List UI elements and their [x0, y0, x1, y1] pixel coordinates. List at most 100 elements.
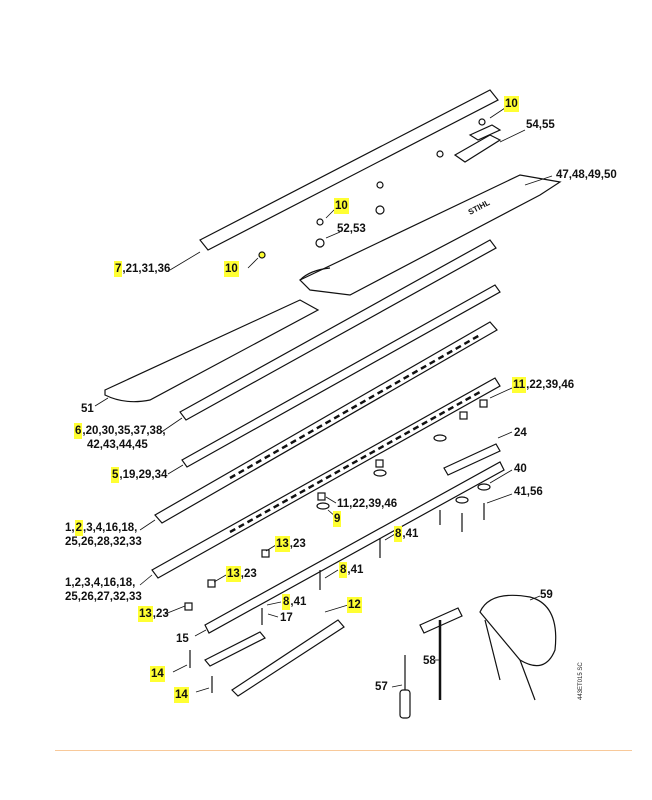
part-number-text: 57 [375, 681, 388, 693]
screws [189, 503, 485, 693]
part-number-text: ,23 [152, 608, 169, 620]
part-callout: 1,2,3,4,16,18, [65, 520, 138, 536]
part-callout: 54,55 [526, 118, 555, 132]
highlighted-part-number: 10 [334, 198, 349, 214]
nuts [258, 118, 486, 259]
part-callout: 17 [280, 611, 293, 625]
part-1-blade-lower [151, 377, 501, 579]
part-callout: 51 [81, 402, 94, 416]
part-number-text: 15 [176, 633, 189, 645]
highlighted-part-number: 12 [347, 597, 362, 613]
part-number-text: 25,26,28,32,33 [65, 536, 142, 548]
part-callout: 7,21,31,36 [114, 261, 171, 277]
part-callout: 24 [514, 426, 527, 440]
part-callout: 59 [540, 588, 553, 602]
highlighted-part-number: 10 [504, 96, 519, 112]
highlighted-part-number: 8 [394, 526, 403, 542]
part-number-text: ,23 [240, 568, 257, 580]
part-57-screwdriver [399, 655, 411, 719]
part-callout: 42,43,44,45 [87, 438, 148, 452]
part-number-text: 51 [81, 403, 94, 415]
part-number-text: 58 [423, 655, 436, 667]
part-callout: 5,19,29,34 [111, 467, 168, 483]
part-number-text: 24 [514, 427, 527, 439]
part-47-upper-guard: STIHL [298, 174, 562, 296]
part-number-text: ,41 [347, 564, 364, 576]
part-callout: 13,23 [226, 566, 257, 582]
highlighted-part-number: 13 [226, 566, 241, 582]
part-number-text: 25,26,27,32,33 [65, 591, 142, 603]
part-callout: 9 [333, 511, 342, 527]
part-number-text: 40 [514, 463, 527, 475]
part-number-text: ,41 [290, 596, 307, 608]
part-callout: 10 [224, 261, 239, 277]
part-number-text: 41,56 [514, 486, 543, 498]
part-54-bracket [453, 124, 502, 163]
part-59-safety-glasses [479, 594, 557, 701]
part-number-text: ,41 [402, 528, 419, 540]
part-callout: 11,22,39,46 [337, 497, 397, 511]
part-callout: 1,2,3,4,16,18, [65, 576, 135, 590]
part-callout: 14 [174, 687, 189, 703]
highlighted-part-number: 8 [339, 562, 348, 578]
highlighted-part-number: 14 [174, 687, 189, 703]
highlighted-part-number: 10 [224, 261, 239, 277]
part-callout: 13,23 [275, 536, 306, 552]
part-callout: 58 [423, 654, 436, 668]
highlighted-part-number: 5 [111, 467, 120, 483]
part-number-text: ,20,30,35,37,38, [82, 425, 166, 437]
leader-lines [94, 107, 553, 693]
part-5-plate [181, 284, 501, 468]
washers-spacers [184, 399, 491, 611]
footer-divider [55, 750, 632, 751]
highlighted-part-number: 11 [512, 377, 527, 393]
part-number-text: ,19,29,34 [119, 469, 168, 481]
part-number-text: ,3,4,16,18, [83, 522, 138, 534]
highlighted-part-number: 13 [138, 606, 153, 622]
part-number-text: 47,48,49,50 [556, 169, 617, 181]
part-15-guide-bar [204, 461, 505, 634]
highlighted-part-number: 9 [333, 511, 342, 527]
part-callout: 8,41 [394, 526, 419, 542]
part-number-text: ,22,39,46 [526, 379, 575, 391]
part-callout: 25,26,28,32,33 [65, 535, 142, 549]
part-number-text: 17 [280, 612, 293, 624]
part-callout: 47,48,49,50 [556, 168, 617, 182]
part-callout: 6,20,30,35,37,38, [74, 423, 166, 439]
part-callout: 11,22,39,46 [512, 377, 575, 393]
part-12-slide-plates [204, 619, 345, 697]
part-callout: 14 [150, 666, 165, 682]
highlighted-part-number: 14 [150, 666, 165, 682]
highlighted-part-number: 2 [74, 520, 83, 536]
part-callout: 13,23 [138, 606, 169, 622]
highlighted-part-number: 13 [275, 536, 290, 552]
highlighted-part-number: 7 [114, 261, 123, 277]
part-24-plate [443, 443, 501, 476]
part-number-text: ,21,31,36 [122, 263, 171, 275]
part-callout: 12 [347, 597, 362, 613]
part-number-text: 52,53 [337, 223, 366, 235]
part-number-text: 59 [540, 589, 553, 601]
part-callout: 10 [504, 96, 519, 112]
part-number-text: 11,22,39,46 [337, 498, 398, 510]
part-callout: 8,41 [282, 594, 307, 610]
part-callout: 52,53 [337, 222, 366, 236]
part-7-guard-strip [199, 89, 499, 251]
drawing-code: 443ET015 SC [578, 662, 584, 700]
part-number-text: ,23 [289, 538, 306, 550]
part-number-text: 42,43,44,45 [87, 439, 148, 451]
part-callout: 40 [514, 462, 527, 476]
highlighted-part-number: 6 [74, 423, 83, 439]
part-number-text: 54,55 [526, 119, 555, 131]
part-callout: 25,26,27,32,33 [65, 590, 142, 604]
part-callout: 57 [375, 680, 388, 694]
part-callout: 8,41 [339, 562, 364, 578]
highlighted-part-number: 8 [282, 594, 291, 610]
part-number-text: 1, [65, 522, 75, 534]
part-callout: 10 [334, 198, 349, 214]
part-6-rail [179, 239, 497, 421]
part-number-text: 1,2,3,4,16,18, [65, 577, 136, 589]
part-1-blade-upper [154, 321, 498, 524]
part-51-lower-guard [104, 299, 320, 403]
